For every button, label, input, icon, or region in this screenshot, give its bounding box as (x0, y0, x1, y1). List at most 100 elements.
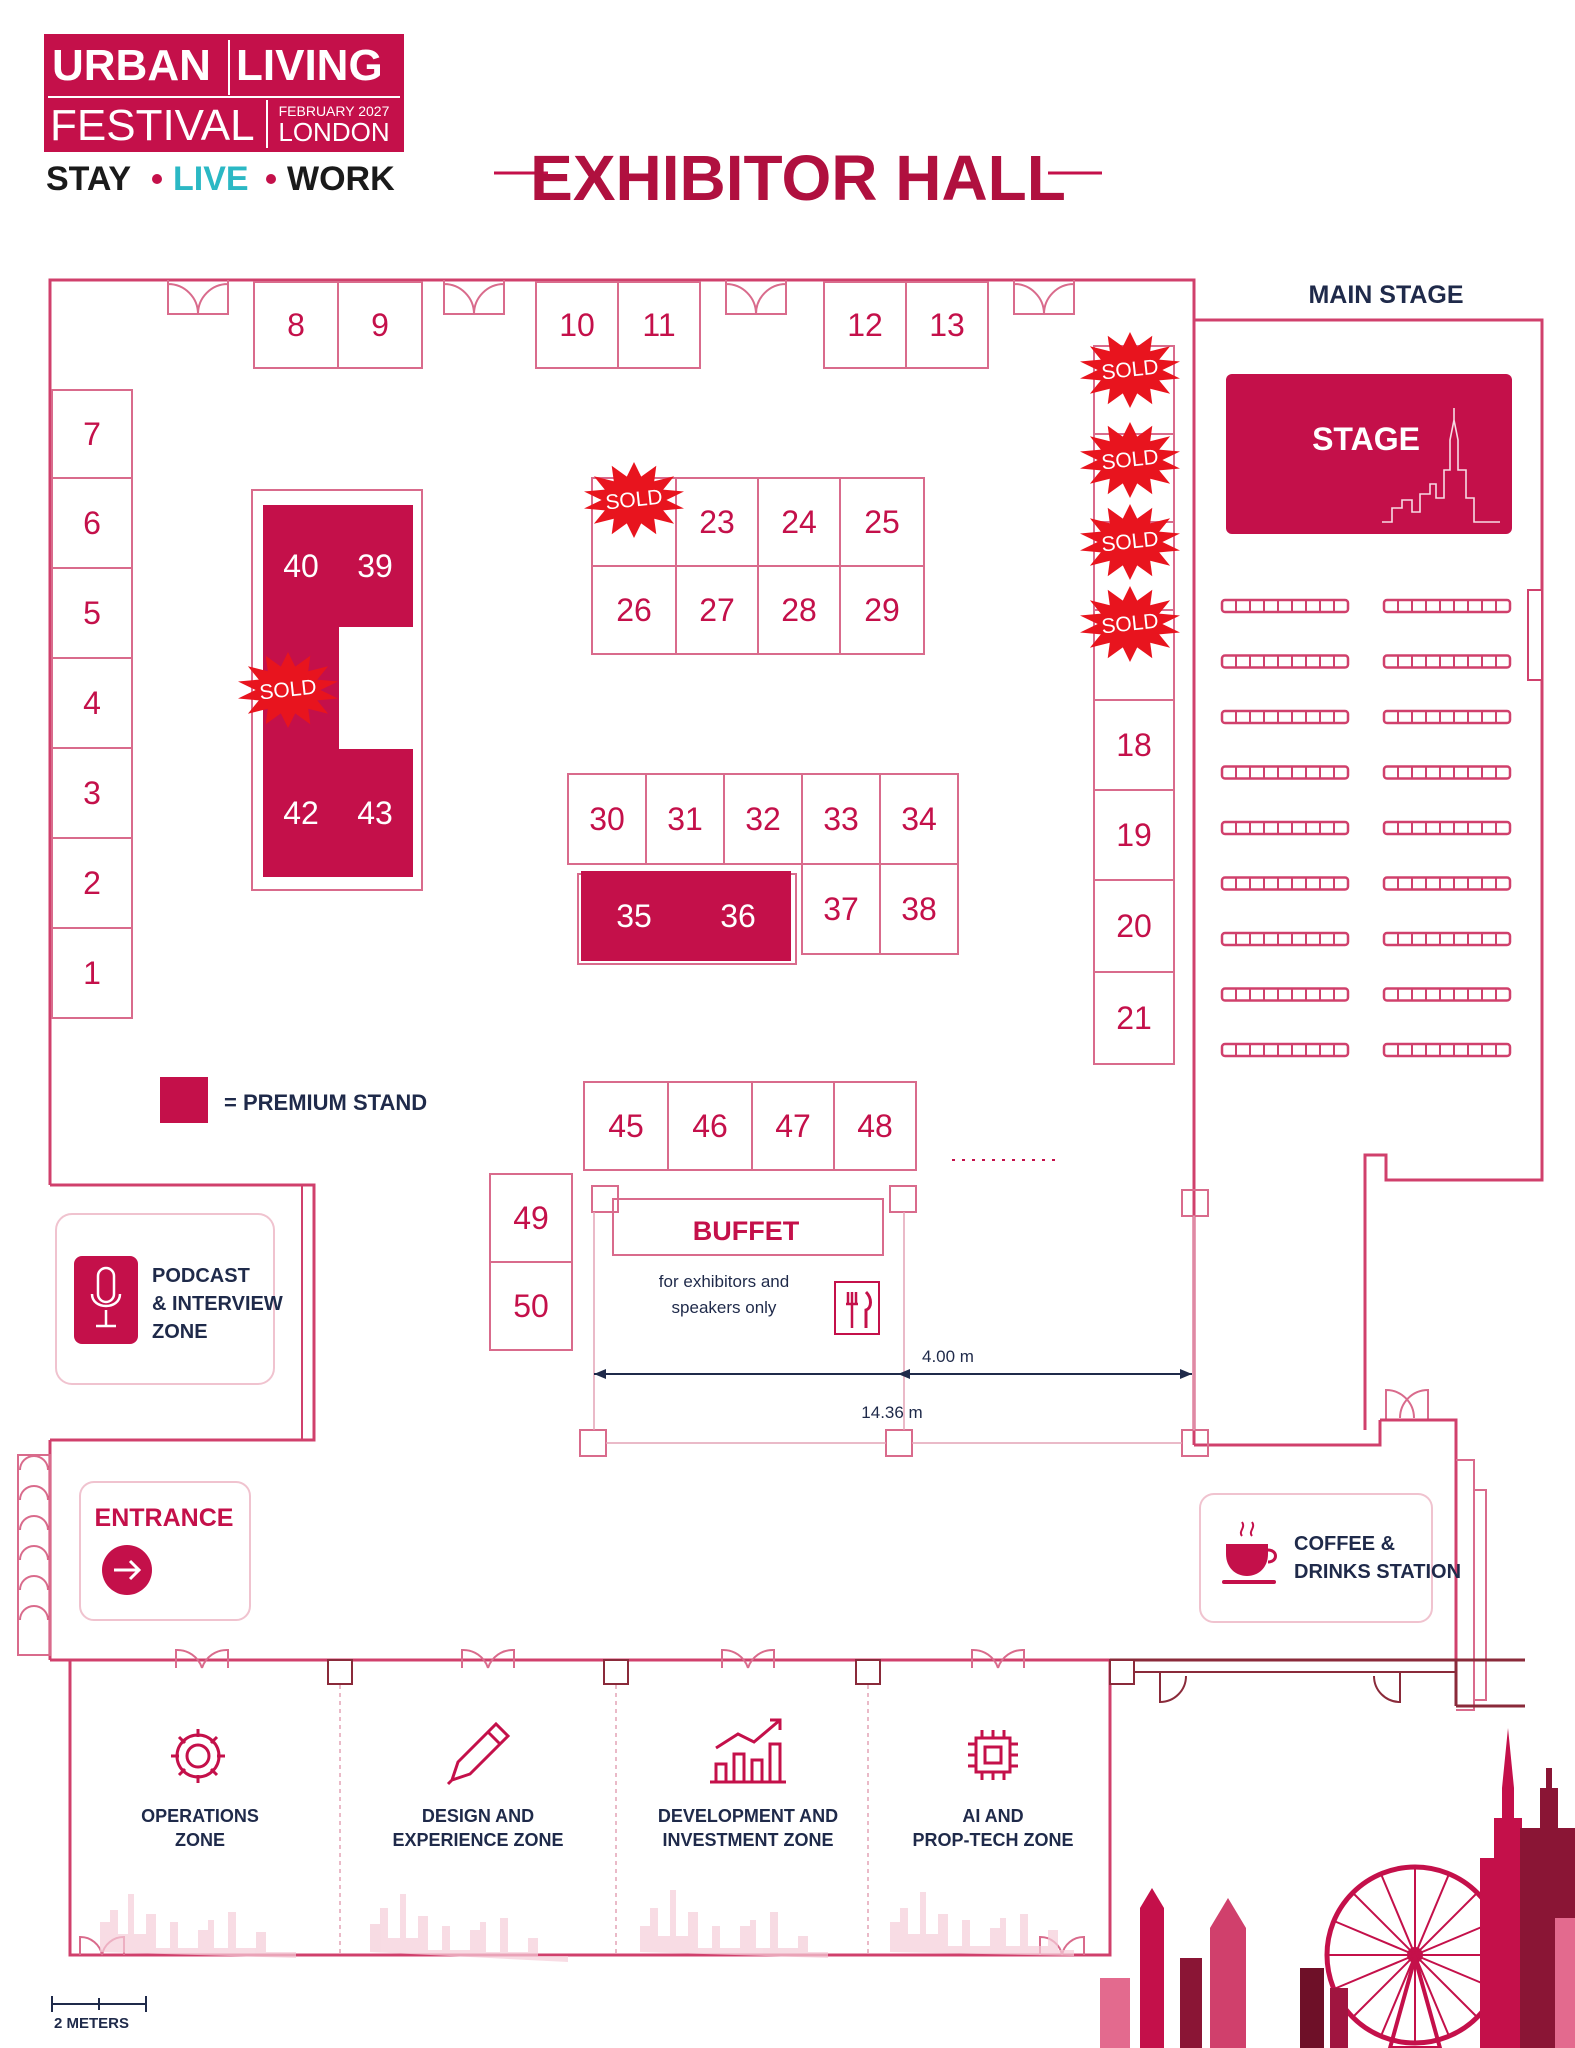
stage: STAGE (1226, 374, 1512, 534)
page-title: EXHIBITOR HALL (530, 142, 1066, 214)
booth-box (583, 1081, 669, 1171)
main-stage-heading: MAIN STAGE (1308, 281, 1463, 309)
booth-6[interactable]: 6 (51, 477, 133, 569)
booth-46[interactable]: 46 (667, 1081, 753, 1171)
zone-label-1: DEVELOPMENT AND (658, 1806, 838, 1826)
booth-10[interactable]: 10 (535, 281, 619, 369)
booth-39[interactable]: 39 (337, 505, 413, 627)
chip-icon (968, 1730, 1018, 1780)
festival-logo: URBAN LIVING FESTIVAL FEBRUARY 2027 LOND… (44, 34, 404, 198)
booth-1[interactable]: 1 (51, 927, 133, 1019)
booth-7[interactable]: 7 (51, 389, 133, 479)
sold-starburst (1080, 422, 1180, 498)
booth-45[interactable]: 45 (583, 1081, 669, 1171)
booth-number: 32 (745, 801, 781, 837)
booth-box (1093, 971, 1175, 1065)
booth-box (1093, 879, 1175, 973)
sold-marker: SOLD (1080, 422, 1180, 498)
booth-13[interactable]: 13 (905, 281, 989, 369)
booth-3[interactable]: 3 (51, 747, 133, 839)
booth-26[interactable]: 26 (591, 565, 677, 655)
stage-label: STAGE (1312, 421, 1420, 457)
booth-11[interactable]: 11 (617, 281, 701, 369)
booth-33[interactable]: 33 (801, 773, 881, 865)
booth-43[interactable]: 43 (337, 749, 413, 877)
booth-37[interactable]: 37 (801, 863, 881, 955)
seat-row (1382, 820, 1512, 836)
booth-number: 35 (616, 898, 652, 934)
audience-seating (1220, 598, 1512, 1058)
booth-2[interactable]: 2 (51, 837, 133, 929)
booth-number: 11 (642, 307, 675, 343)
seat-row (1220, 1042, 1350, 1058)
booth-34[interactable]: 34 (879, 773, 959, 865)
coffee-label-1: COFFEE & (1294, 1533, 1395, 1555)
seat-row (1220, 987, 1350, 1002)
booth-29[interactable]: 29 (839, 565, 925, 655)
booth-4[interactable]: 4 (51, 657, 133, 749)
booth-box (801, 773, 881, 865)
booth-number: 40 (283, 548, 319, 584)
booth-25[interactable]: 25 (839, 477, 925, 567)
booth-number: 24 (781, 504, 817, 540)
booth-number: 1 (83, 955, 101, 991)
podcast-label-3: ZONE (152, 1321, 208, 1343)
booth-5[interactable]: 5 (51, 567, 133, 659)
sold-starburst (1080, 332, 1180, 408)
booth-50[interactable]: 50 (489, 1261, 573, 1351)
booth-number: 34 (901, 801, 937, 837)
seat-row (1382, 1042, 1512, 1058)
seat-row (1220, 876, 1350, 891)
coffee-cup-icon (1222, 1521, 1277, 1584)
seat-row (1382, 876, 1512, 891)
booth-47[interactable]: 47 (751, 1081, 835, 1171)
booth-32[interactable]: 32 (723, 773, 803, 865)
buffet-area: BUFFET for exhibitors and speakers only (579, 1185, 1209, 1457)
booth-number: 10 (559, 307, 595, 343)
booth-36[interactable]: 36 (685, 871, 791, 961)
booth-box (667, 1081, 753, 1171)
booth-number: 48 (857, 1108, 893, 1144)
booth-30[interactable]: 30 (567, 773, 647, 865)
booth-number: 46 (692, 1108, 728, 1144)
booth-24[interactable]: 24 (757, 477, 841, 567)
booth-40[interactable]: 40 (263, 505, 339, 627)
booth-28[interactable]: 28 (757, 565, 841, 655)
booth-12[interactable]: 12 (823, 281, 907, 369)
booth-23[interactable]: 23 (675, 477, 759, 567)
booth-20[interactable]: 20 (1093, 879, 1175, 973)
booth-9[interactable]: 9 (337, 281, 423, 369)
coffee-station: COFFEE & DRINKS STATION (1199, 1493, 1461, 1623)
zone-label-2: PROP-TECH ZONE (912, 1830, 1073, 1850)
entrance-label: ENTRANCE (95, 1504, 234, 1532)
booth-48[interactable]: 48 (833, 1081, 917, 1171)
booth-number: 47 (775, 1108, 811, 1144)
booth-49[interactable]: 49 (489, 1173, 573, 1263)
logo-word-urban: URBAN (52, 41, 211, 90)
legend-label: = PREMIUM STAND (224, 1090, 427, 1115)
booth-number: 13 (929, 307, 965, 343)
booth-8[interactable]: 8 (253, 281, 339, 369)
booth-31[interactable]: 31 (645, 773, 725, 865)
zone-design: DESIGN AND EXPERIENCE ZONE (392, 1721, 564, 1850)
booth-27[interactable]: 27 (675, 565, 759, 655)
booth-number: 7 (83, 416, 101, 452)
booth-18[interactable]: 18 (1093, 699, 1175, 791)
booth-number: 27 (699, 592, 735, 628)
sold-starburst (1080, 586, 1180, 662)
booth-box (1093, 789, 1175, 881)
booth-21[interactable]: 21 (1093, 971, 1175, 1065)
entrance[interactable]: ENTRANCE (79, 1481, 251, 1621)
booth-number: 50 (513, 1288, 549, 1324)
booth-35[interactable]: 35 (581, 871, 687, 961)
skyline-icon (1382, 408, 1500, 523)
buffet-note-line2: speakers only (672, 1298, 777, 1317)
booth-38[interactable]: 38 (879, 863, 959, 955)
sold-marker: SOLD (584, 462, 684, 538)
podcast-zone: PODCAST & INTERVIEW ZONE (55, 1213, 283, 1385)
booth-number: 23 (699, 504, 735, 540)
logo-city: LONDON (278, 117, 389, 147)
booth-box (839, 565, 925, 655)
booth-42[interactable]: 42 (263, 749, 339, 877)
booth-19[interactable]: 19 (1093, 789, 1175, 881)
